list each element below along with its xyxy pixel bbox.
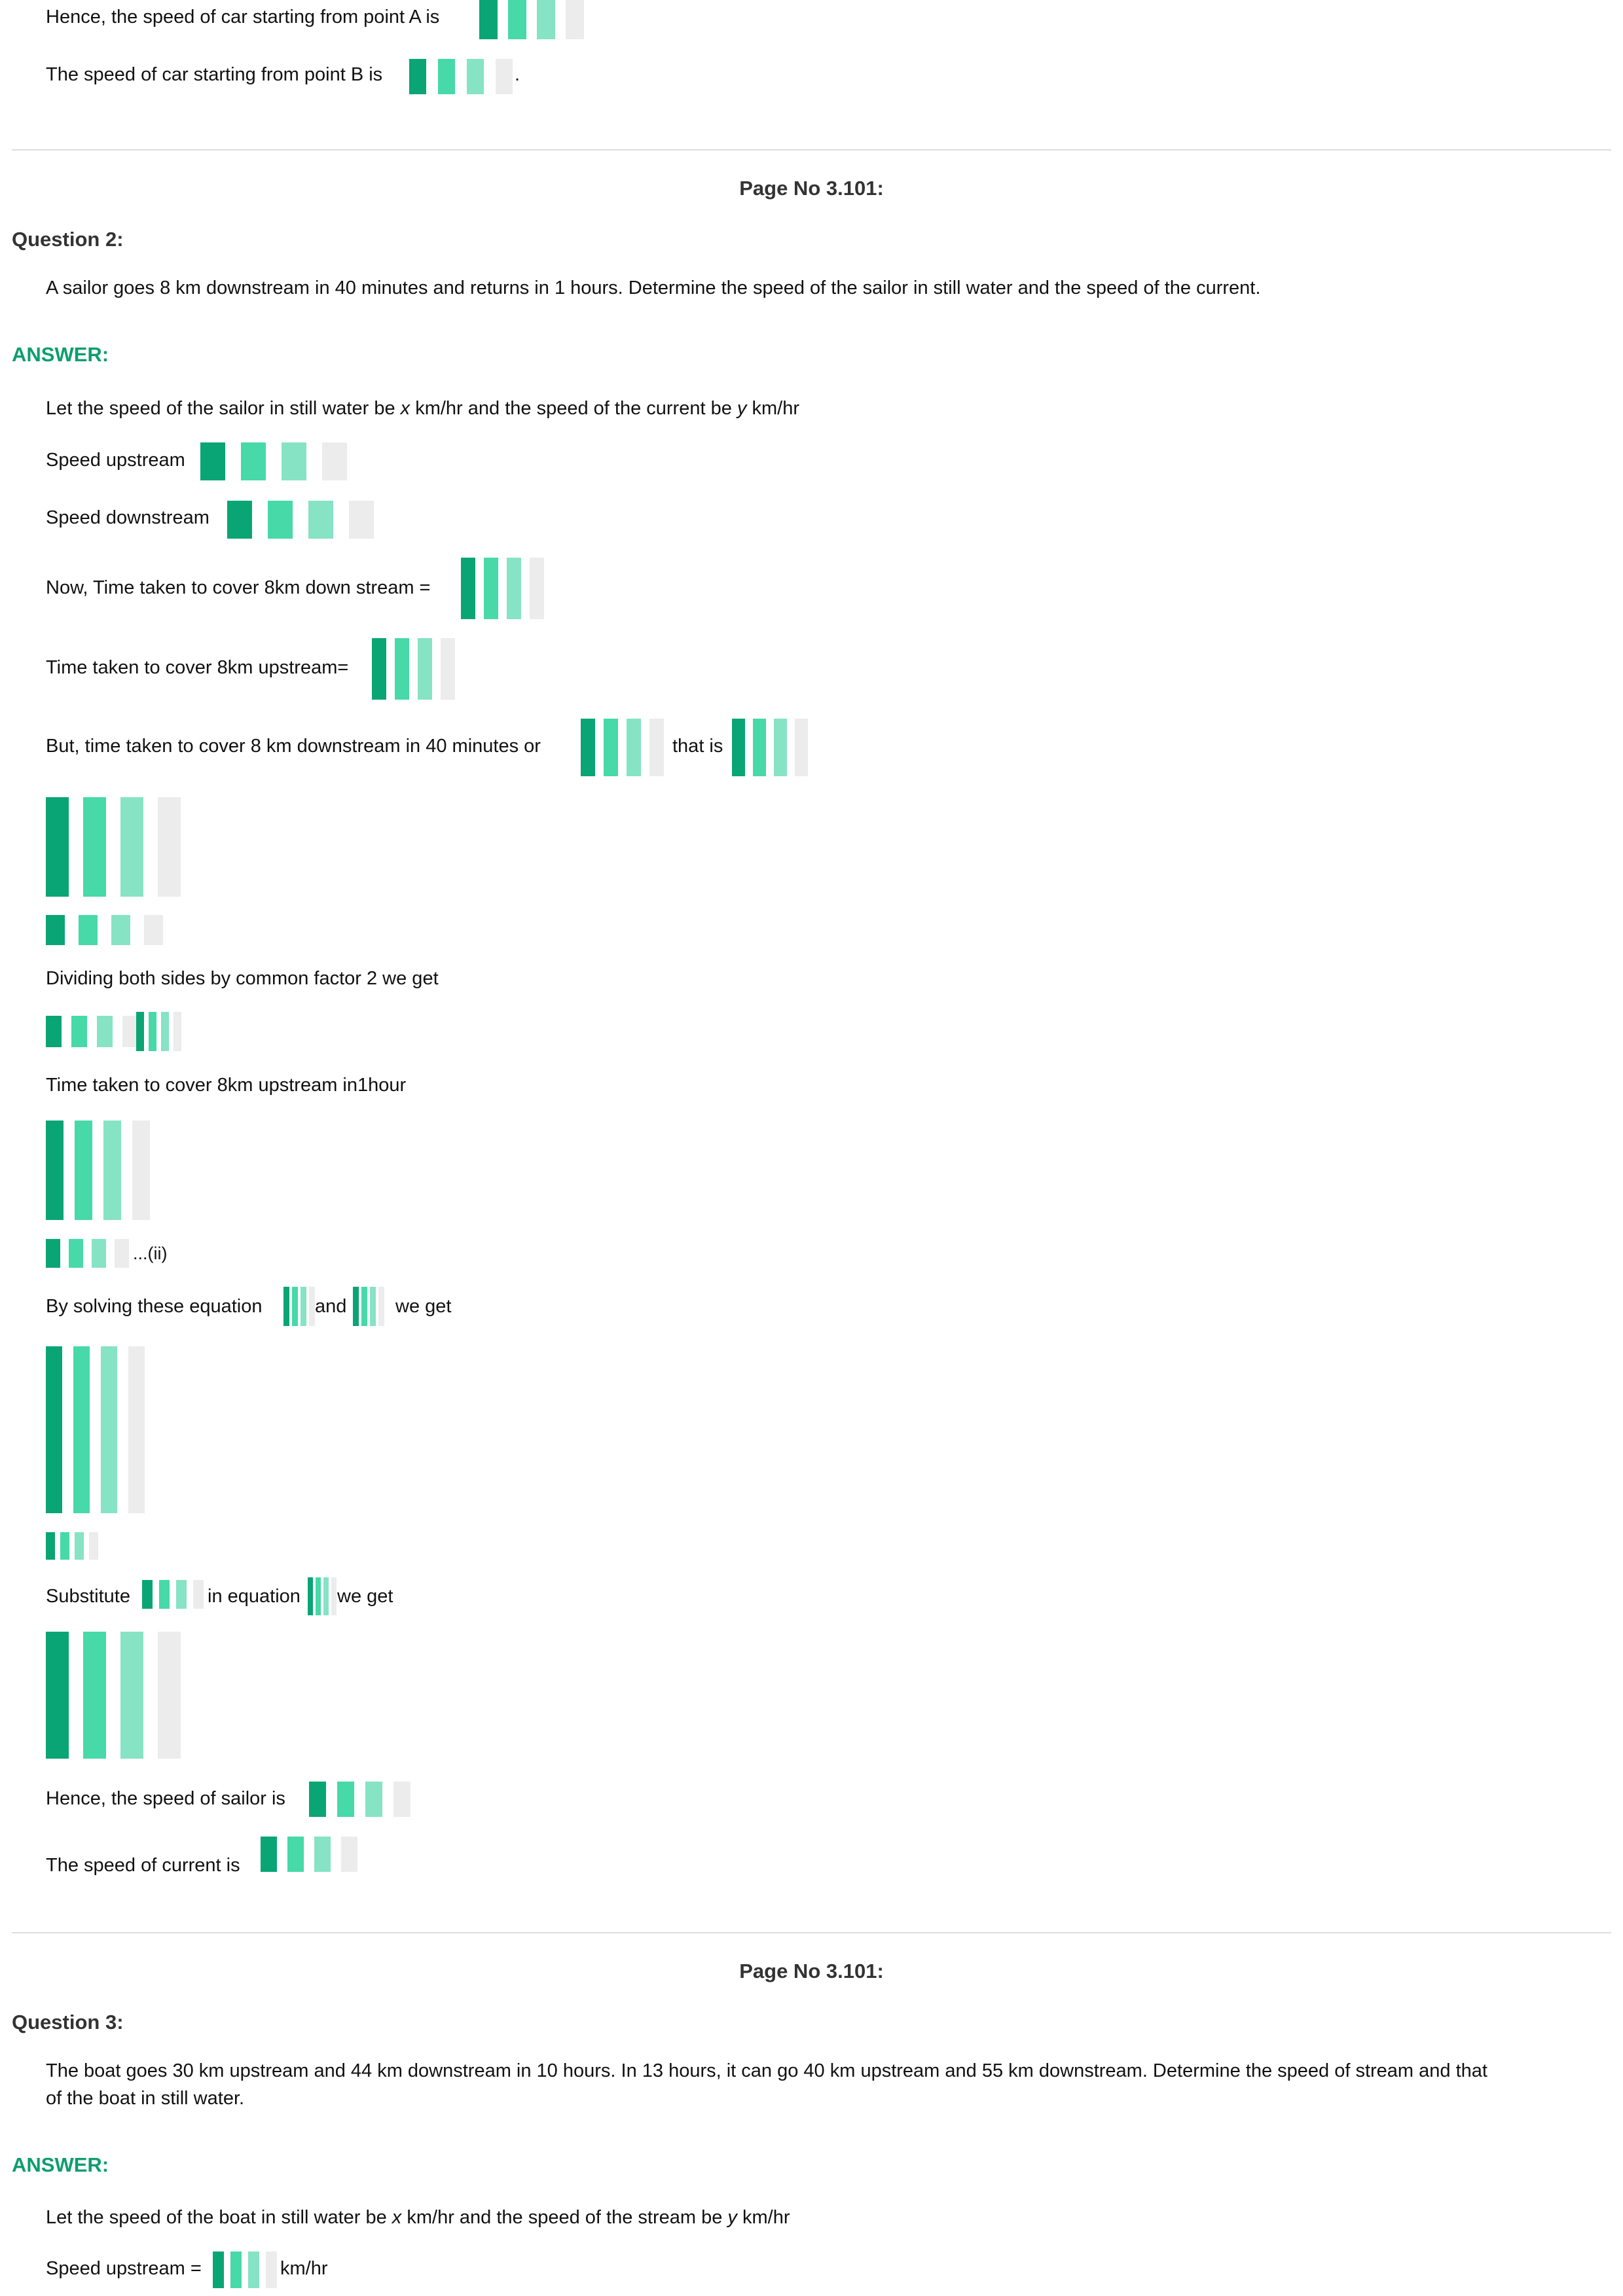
q2-let-statement: Let the speed of the sailor in still wat… <box>46 398 799 419</box>
solving-label: By solving these equation <box>46 1296 263 1317</box>
that-is-label: that is <box>672 736 723 757</box>
equation-i-label-image <box>136 1012 181 1051</box>
speed-a-equation-image <box>479 0 584 39</box>
time-upstream-equation-image <box>372 638 455 700</box>
speed-sailor-label: Hence, the speed of sailor is <box>46 1788 285 1809</box>
time-upstream-1hour-label: Time taken to cover 8km upstream in1hour <box>46 1075 407 1096</box>
answer-3-label: ANSWER: <box>12 2153 109 2176</box>
equation-ii-image <box>46 1239 129 1268</box>
upstream-fraction-equation-image <box>46 1121 150 1220</box>
we-get-label: we get <box>395 1296 452 1317</box>
x-value-equation-image <box>46 1532 98 1560</box>
equation-ref-i-image <box>283 1287 315 1326</box>
section-divider <box>12 1932 1611 1933</box>
speed-downstream-label: Speed downstream <box>46 507 210 528</box>
time-downstream-equation-image <box>461 558 544 619</box>
speed-sailor-value-image <box>309 1782 410 1817</box>
variable-y: y <box>727 2207 737 2228</box>
in-equation-label: in equation <box>208 1586 301 1607</box>
forty-minutes-equation-image <box>581 719 664 776</box>
page-number-heading: Page No 3.101: <box>739 1960 884 1982</box>
but-time-label: But, time taken to cover 8 km downstream… <box>46 736 541 757</box>
substitute-label: Substitute <box>46 1586 130 1607</box>
speed-upstream-equation-image <box>200 442 347 480</box>
speed-current-value-image <box>261 1837 357 1872</box>
speed-a-line: Hence, the speed of car starting from po… <box>46 5 439 29</box>
fraction-equation-image <box>46 797 181 897</box>
speed-a-text: Hence, the speed of car starting from po… <box>46 7 440 27</box>
q3-speed-upstream-equation-image <box>213 2251 277 2288</box>
question-3-text-line1: The boat goes 30 km upstream and 44 km d… <box>46 2060 1487 2081</box>
q3-unit-label: km/hr <box>280 2258 328 2279</box>
speed-b-text: The speed of car starting from point B i… <box>46 64 383 85</box>
we-get-2-label: we get <box>337 1586 393 1607</box>
speed-b-equation-image <box>409 59 513 94</box>
question-2-text: A sailor goes 8 km downstream in 40 minu… <box>46 278 1261 298</box>
and-label: and <box>315 1296 347 1317</box>
speed-downstream-equation-image <box>227 501 374 539</box>
variable-y: y <box>737 398 747 419</box>
solution-y-equation-image <box>46 1632 181 1759</box>
time-downstream-label: Now, Time taken to cover 8km down stream… <box>46 577 431 598</box>
question-3-text-line2: of the boat in still water. <box>46 2088 245 2109</box>
q3-let-statement: Let the speed of the boat in still water… <box>46 2207 790 2228</box>
speed-b-end: . <box>515 64 520 85</box>
equation-ref-ii-image <box>353 1287 384 1326</box>
speed-upstream-label: Speed upstream <box>46 450 185 471</box>
section-divider <box>12 149 1611 151</box>
variable-x: x <box>392 2207 402 2228</box>
equation-ref-image <box>308 1577 337 1615</box>
variable-x: x <box>400 398 410 419</box>
simplified-equation-image <box>46 1016 138 1047</box>
substitute-value-image <box>142 1580 204 1609</box>
equation-i-image <box>46 915 163 945</box>
question-3-label: Question 3: <box>12 2011 124 2034</box>
speed-current-label: The speed of current is <box>46 1855 240 1876</box>
time-upstream-label: Time taken to cover 8km upstream= <box>46 657 349 678</box>
page-number-heading: Page No 3.101: <box>739 177 884 200</box>
speed-b-line: The speed of car starting from point B i… <box>46 63 382 86</box>
q3-speed-upstream-label: Speed upstream = <box>46 2258 202 2279</box>
dividing-label: Dividing both sides by common factor 2 w… <box>46 968 439 989</box>
that-is-equation-image <box>732 719 808 776</box>
answer-2-label: ANSWER: <box>12 343 109 366</box>
equation-ii-label: ...(ii) <box>133 1244 168 1263</box>
solution-x-equation-image <box>46 1346 145 1513</box>
question-2-label: Question 2: <box>12 228 124 251</box>
